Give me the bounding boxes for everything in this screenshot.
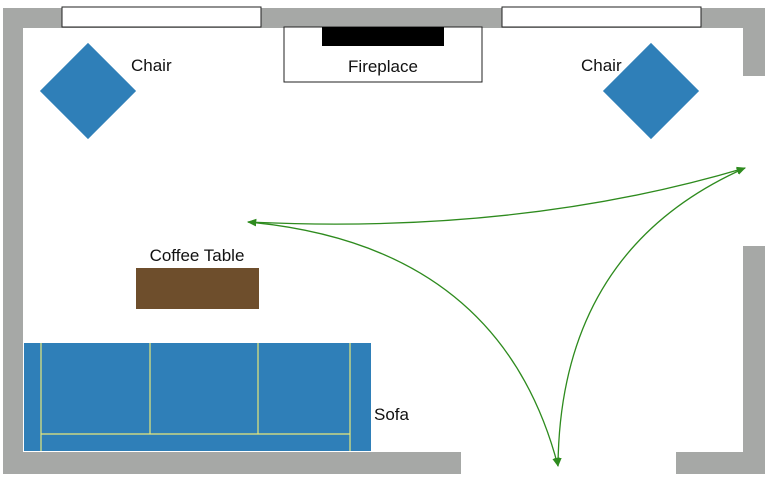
coffee-table-top	[136, 268, 259, 309]
wall-right-upper	[743, 8, 765, 76]
chair-left-seat	[39, 42, 137, 140]
traffic-arrows	[247, 166, 746, 467]
fireplace-firebox	[322, 27, 444, 46]
wall-left	[3, 8, 23, 474]
chair-left-label: Chair	[131, 56, 172, 75]
arrow-left-to-right	[247, 166, 746, 227]
chair-right-seat	[602, 42, 700, 140]
wall-right-lower	[743, 246, 765, 474]
window-right	[501, 6, 702, 28]
chair-left: Chair	[39, 42, 172, 140]
coffee-table: Coffee Table	[136, 246, 259, 309]
arrow-right-to-bottom	[554, 167, 746, 467]
fireplace-label: Fireplace	[348, 57, 418, 76]
chair-right-label: Chair	[581, 56, 622, 75]
sofa-label: Sofa	[374, 405, 410, 424]
sofa: Sofa	[24, 343, 410, 451]
window-left	[61, 6, 262, 28]
coffee-table-label: Coffee Table	[150, 246, 245, 265]
sofa-body	[24, 343, 371, 451]
wall-bottom-left	[3, 452, 461, 474]
chair-right: Chair	[581, 42, 700, 140]
arrow-left-to-bottom	[247, 219, 560, 467]
fireplace: Fireplace	[283, 26, 483, 83]
